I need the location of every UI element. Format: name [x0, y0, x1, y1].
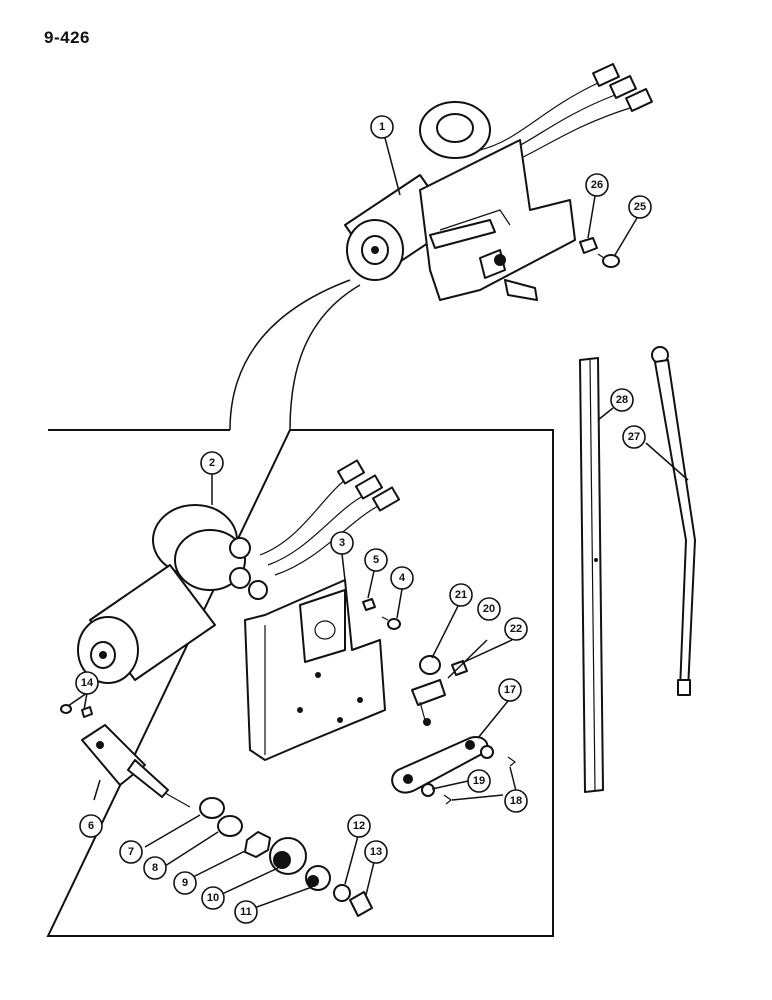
- callout-label: 12: [353, 820, 365, 832]
- cap-13: [349, 891, 373, 917]
- callout-20: 20: [477, 597, 501, 621]
- callout-label: 14: [81, 677, 94, 689]
- callout-18: 18: [504, 789, 528, 813]
- callout-label: 6: [88, 820, 94, 832]
- callout-9: 9: [173, 871, 197, 895]
- callout-label: 17: [504, 684, 516, 696]
- callout-21: 21: [449, 583, 473, 607]
- washer-19: [421, 745, 494, 797]
- callout-17: 17: [498, 678, 522, 702]
- callout-label: 21: [455, 589, 467, 601]
- callout-6: 6: [79, 814, 103, 838]
- callout-label: 1: [379, 121, 385, 133]
- callout-3: 3: [330, 531, 354, 555]
- detail-leader-left: [229, 279, 351, 431]
- callout-13: 13: [364, 840, 388, 864]
- callout-label: 3: [339, 537, 345, 549]
- clip-18: [443, 756, 516, 805]
- callout-label: 26: [591, 179, 603, 191]
- washer-8: [217, 815, 243, 837]
- callout-label: 27: [628, 431, 640, 443]
- callout-label: 8: [152, 862, 158, 874]
- callout-1: 1: [370, 115, 394, 139]
- callout-label: 5: [373, 554, 379, 566]
- nut-9: [244, 831, 271, 858]
- callout-25: 25: [628, 195, 652, 219]
- callout-8: 8: [143, 856, 167, 880]
- callout-label: 11: [240, 906, 252, 918]
- callout-label: 19: [473, 775, 485, 787]
- callout-14: 14: [75, 671, 99, 695]
- callout-label: 28: [616, 394, 628, 406]
- leader-lines: [67, 137, 689, 909]
- bushing-11: [305, 865, 331, 891]
- callout-4: 4: [390, 566, 414, 590]
- callout-22: 22: [504, 617, 528, 641]
- screw-25: [597, 253, 620, 268]
- callout-label: 18: [510, 795, 522, 807]
- nut-5: [362, 598, 376, 611]
- nut-26: [579, 237, 598, 254]
- callout-label: 4: [399, 572, 406, 584]
- detail-leader-right: [289, 284, 361, 431]
- bracket-20: [411, 679, 446, 726]
- screw-14: [60, 704, 93, 718]
- callout-2: 2: [200, 451, 224, 475]
- callout-5: 5: [364, 548, 388, 572]
- wiper-blade-28: [579, 357, 604, 793]
- washer-21: [419, 655, 441, 675]
- callout-label: 9: [182, 877, 188, 889]
- mounting-bracket-3: [244, 579, 386, 761]
- callout-10: 10: [201, 886, 225, 910]
- callout-label: 22: [510, 623, 522, 635]
- callout-label: 25: [634, 201, 646, 213]
- crank-arm-17: [391, 736, 489, 794]
- callout-label: 7: [128, 846, 134, 858]
- page-number: 9-426: [44, 28, 90, 47]
- bushing-10: [269, 837, 307, 875]
- callout-26: 26: [585, 173, 609, 197]
- callout-28: 28: [610, 388, 634, 412]
- callout-19: 19: [467, 769, 491, 793]
- nut-12: [333, 884, 351, 902]
- callout-label: 10: [207, 892, 219, 904]
- washer-7: [199, 797, 225, 819]
- callout-label: 2: [209, 457, 215, 469]
- callout-label: 20: [483, 603, 495, 615]
- wiper-arm-27: [651, 346, 696, 696]
- callout-7: 7: [119, 840, 143, 864]
- callout-11: 11: [234, 900, 258, 924]
- callout-27: 27: [622, 425, 646, 449]
- screw-4: [381, 616, 401, 630]
- callout-12: 12: [347, 814, 371, 838]
- wiper-motor-2: [77, 459, 401, 684]
- callout-label: 13: [370, 846, 382, 858]
- spindle-6: [81, 724, 191, 808]
- assembled-wiper-motor: [344, 63, 653, 301]
